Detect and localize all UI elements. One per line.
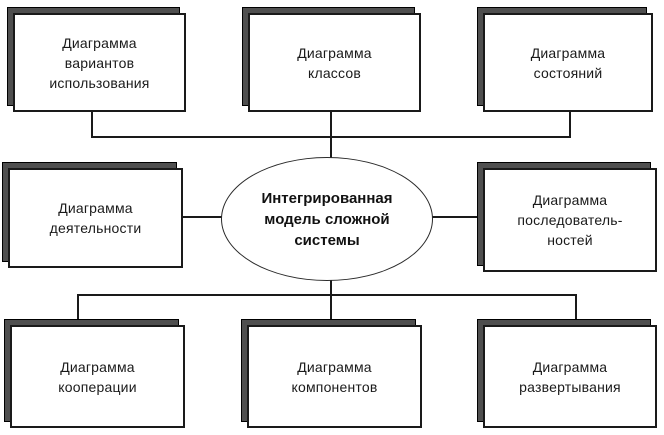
node-integrated-model: Интегрированная модель сложной системы [221, 157, 433, 281]
node-deployment-diagram: Диаграмма развертывания [477, 319, 657, 428]
center-node-label: Интегрированная модель сложной системы [261, 189, 393, 249]
node-class-diagram: Диаграмма классов [242, 7, 421, 112]
node-sequence-diagram: Диаграмма последователь- ностей [477, 162, 657, 272]
node-label: Диаграмма состояний [530, 44, 606, 81]
node-label: Диаграмма деятельности [49, 200, 142, 236]
node-label: Диаграмма вариантов использования [49, 34, 150, 91]
box-face: Диаграмма последователь- ностей [483, 168, 657, 272]
connector-bottom-bus [77, 294, 577, 296]
node-label: Диаграмма классов [297, 44, 372, 81]
connector-bus-to-cooperation [77, 294, 79, 325]
node-component-diagram: Диаграмма компонентов [241, 319, 422, 428]
box-face: Диаграмма классов [248, 13, 421, 112]
connector-top-bus [91, 136, 571, 138]
node-label: Диаграмма последователь- ностей [517, 192, 623, 248]
node-label: Диаграмма компонентов [291, 358, 378, 395]
connector-state-to-bus [569, 112, 571, 138]
node-label: Диаграмма кооперации [58, 358, 137, 395]
connector-usecase-to-bus [91, 112, 93, 138]
node-use-case-diagram: Диаграмма вариантов использования [7, 7, 186, 112]
node-label: Диаграмма развертывания [519, 358, 621, 395]
box-face: Диаграмма состояний [483, 13, 653, 112]
connector-ellipse-to-component [330, 280, 332, 325]
connector-activity-to-ellipse [183, 216, 222, 218]
node-activity-diagram: Диаграмма деятельности [2, 162, 183, 268]
box-face: Диаграмма деятельности [8, 168, 183, 268]
box-face: Диаграмма кооперации [10, 325, 185, 428]
box-face: Диаграмма вариантов использования [13, 13, 186, 112]
node-state-diagram: Диаграмма состояний [477, 7, 653, 112]
box-face: Диаграмма развертывания [483, 325, 657, 428]
node-cooperation-diagram: Диаграмма кооперации [4, 319, 185, 428]
connector-class-to-ellipse [330, 112, 332, 158]
connector-bus-to-deployment [575, 294, 577, 325]
connector-ellipse-to-sequence [432, 216, 483, 218]
box-face: Диаграмма компонентов [247, 325, 422, 428]
